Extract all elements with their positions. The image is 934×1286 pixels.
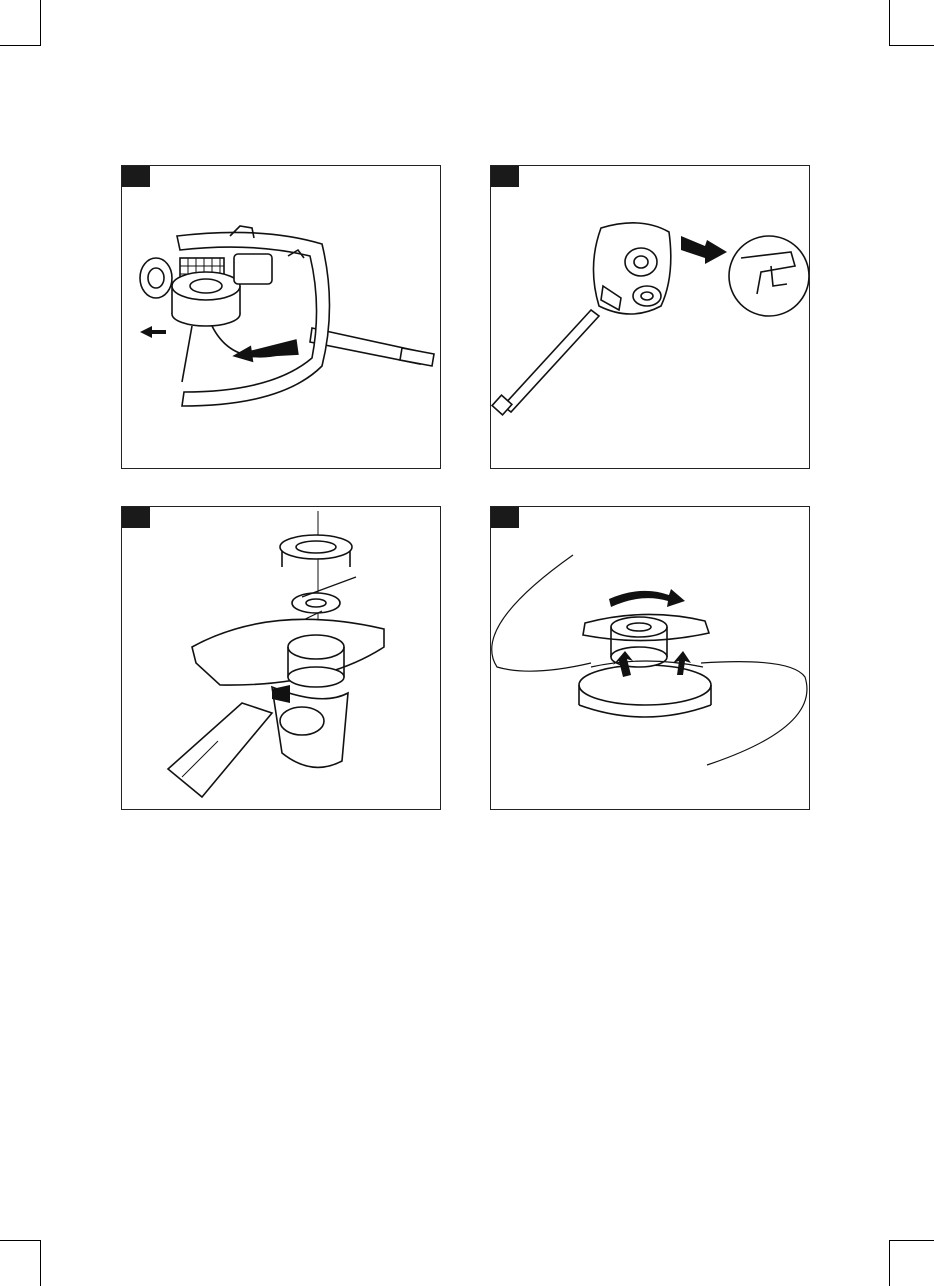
- figure-1-number: [122, 166, 150, 187]
- crop-mark-br-v: [889, 1240, 890, 1286]
- crop-mark-bl-v: [40, 1240, 41, 1286]
- crop-mark-tr-v: [889, 0, 890, 46]
- figure-4-number: [491, 507, 519, 528]
- figure-2: [490, 165, 810, 469]
- crop-mark-tr-h: [889, 45, 934, 46]
- figure-2-number: [491, 166, 519, 187]
- figure-4-illustration: [491, 507, 810, 810]
- figure-3-number: [122, 507, 150, 528]
- crop-mark-bl-h: [0, 1240, 41, 1241]
- figure-2-illustration: [491, 166, 810, 469]
- crop-mark-tl-h: [0, 45, 41, 46]
- crop-mark-br-h: [889, 1240, 934, 1241]
- figure-4: [490, 506, 810, 810]
- figure-3-illustration: [122, 507, 441, 810]
- figure-1: [121, 165, 441, 469]
- figure-1-illustration: [122, 166, 441, 469]
- figure-3: [121, 506, 441, 810]
- crop-mark-tl-v: [40, 0, 41, 46]
